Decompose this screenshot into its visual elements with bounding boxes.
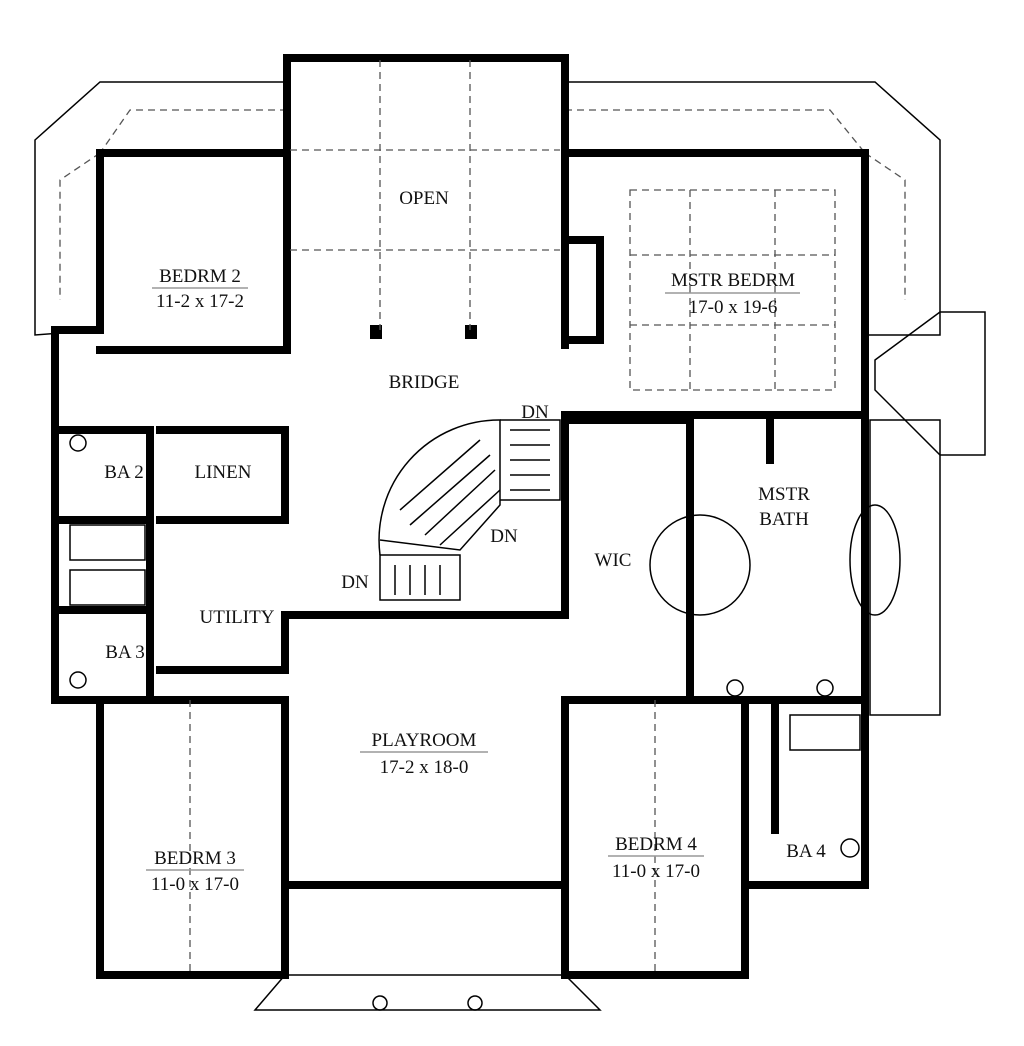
- svg-text:BA 4: BA 4: [786, 841, 826, 862]
- room-label-bedrm4: BEDRM 4 11-0 x 17-0: [608, 834, 704, 882]
- room-label-bedrm3: BEDRM 3 11-0 x 17-0: [146, 848, 244, 895]
- svg-text:MSTR BEDRM: MSTR BEDRM: [671, 270, 795, 291]
- svg-text:MSTR: MSTR: [758, 484, 810, 505]
- fixtures: [69, 434, 901, 1011]
- room-label-open: OPEN: [399, 188, 449, 209]
- stair: [378, 419, 561, 601]
- room-label-bedrm2: BEDRM 2 11-2 x 17-2: [152, 266, 248, 312]
- tub: [849, 504, 901, 616]
- room-label-playroom: PLAYROOM 17-2 x 18-0: [360, 730, 488, 778]
- svg-text:17-2 x 18-0: 17-2 x 18-0: [380, 757, 469, 778]
- svg-text:UTILITY: UTILITY: [200, 607, 275, 628]
- svg-text:BRIDGE: BRIDGE: [389, 372, 460, 393]
- dn-label: DN: [490, 526, 518, 547]
- svg-text:BA 3: BA 3: [105, 642, 145, 663]
- svg-text:BEDRM 2: BEDRM 2: [159, 266, 241, 287]
- room-label-utility: UTILITY: [200, 607, 275, 628]
- room-label-linen: LINEN: [195, 462, 252, 483]
- svg-text:11-0 x 17-0: 11-0 x 17-0: [612, 861, 700, 882]
- svg-text:BA 2: BA 2: [104, 462, 144, 483]
- round-closet: [649, 514, 751, 616]
- room-label-mstr-bath: MSTR BATH: [758, 484, 810, 530]
- room-label-ba3: BA 3: [105, 642, 145, 663]
- svg-text:BATH: BATH: [759, 509, 809, 530]
- walls: [51, 54, 869, 979]
- stair-down-labels: DN DN DN: [341, 402, 549, 593]
- svg-text:11-0 x 17-0: 11-0 x 17-0: [151, 874, 239, 895]
- room-label-ba2: BA 2: [104, 462, 144, 483]
- room-label-ba4: BA 4: [786, 841, 826, 862]
- svg-text:BEDRM 3: BEDRM 3: [154, 848, 236, 869]
- room-label-bridge: BRIDGE: [389, 372, 460, 393]
- room-label-mstr-bedrm: MSTR BEDRM 17-0 x 19-6: [665, 270, 800, 318]
- svg-text:OPEN: OPEN: [399, 188, 449, 209]
- dn-label: DN: [521, 402, 549, 423]
- svg-text:BEDRM 4: BEDRM 4: [615, 834, 697, 855]
- stair-treads: [394, 429, 550, 595]
- open-grid: [189, 60, 836, 975]
- svg-text:11-2 x 17-2: 11-2 x 17-2: [156, 291, 244, 312]
- svg-text:LINEN: LINEN: [195, 462, 252, 483]
- room-label-wic: WIC: [595, 550, 632, 571]
- svg-text:PLAYROOM: PLAYROOM: [372, 730, 477, 751]
- dn-label: DN: [341, 572, 369, 593]
- svg-text:17-0 x 19-6: 17-0 x 19-6: [689, 297, 778, 318]
- svg-text:WIC: WIC: [595, 550, 632, 571]
